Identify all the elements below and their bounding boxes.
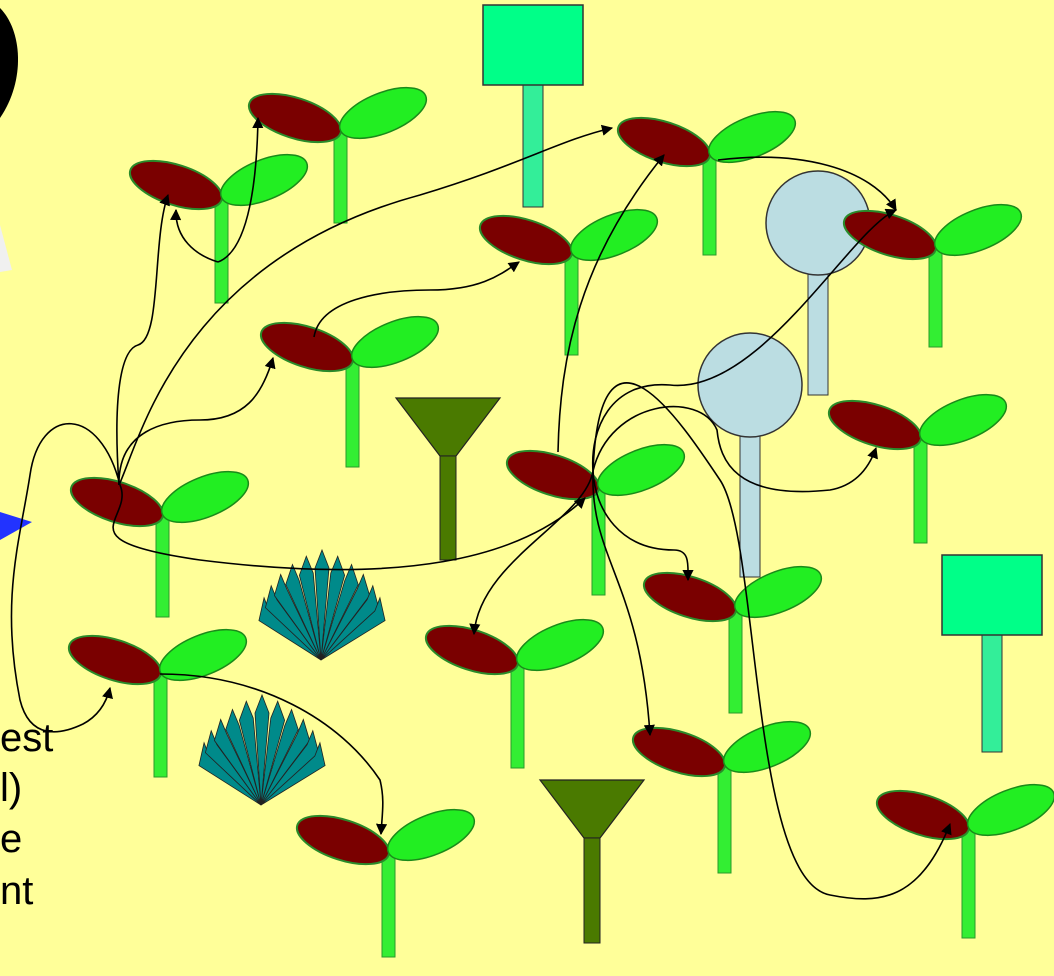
partial-dark-shape [0, 8, 18, 118]
seedling-icon [243, 77, 433, 223]
text-fragment-4: nt [0, 870, 33, 912]
seedling-icon [638, 556, 828, 713]
partial-arrow-tip [0, 512, 32, 540]
dispersal-arrow [176, 210, 218, 262]
grass-tuft-icon [259, 550, 385, 660]
text-fragment-3: e [0, 818, 22, 860]
text-fragment-1: est [0, 717, 53, 759]
funnel-tree-icon [540, 780, 644, 943]
seedling-icon [823, 384, 1013, 543]
seedling-icon [627, 711, 817, 873]
text-fragment-2: l) [0, 767, 22, 809]
seedling-icon [420, 609, 610, 768]
square-sign-icon [483, 5, 583, 207]
seedling-icon [871, 774, 1054, 938]
partial-light-shape [0, 225, 12, 272]
round-tree-icon [698, 333, 802, 577]
seedling-icon [124, 144, 314, 303]
dispersal-arrow [119, 358, 273, 485]
seedling-icon [291, 799, 481, 957]
funnel-tree-icon [396, 398, 500, 560]
seedling-icon [838, 194, 1028, 347]
square-sign-icon [942, 555, 1042, 752]
dispersal-arrow [117, 195, 168, 485]
seedling-icon [474, 199, 664, 355]
dispersal-arrow [11, 424, 120, 732]
seedling-icon [65, 461, 255, 617]
seedling-icon [255, 306, 445, 467]
